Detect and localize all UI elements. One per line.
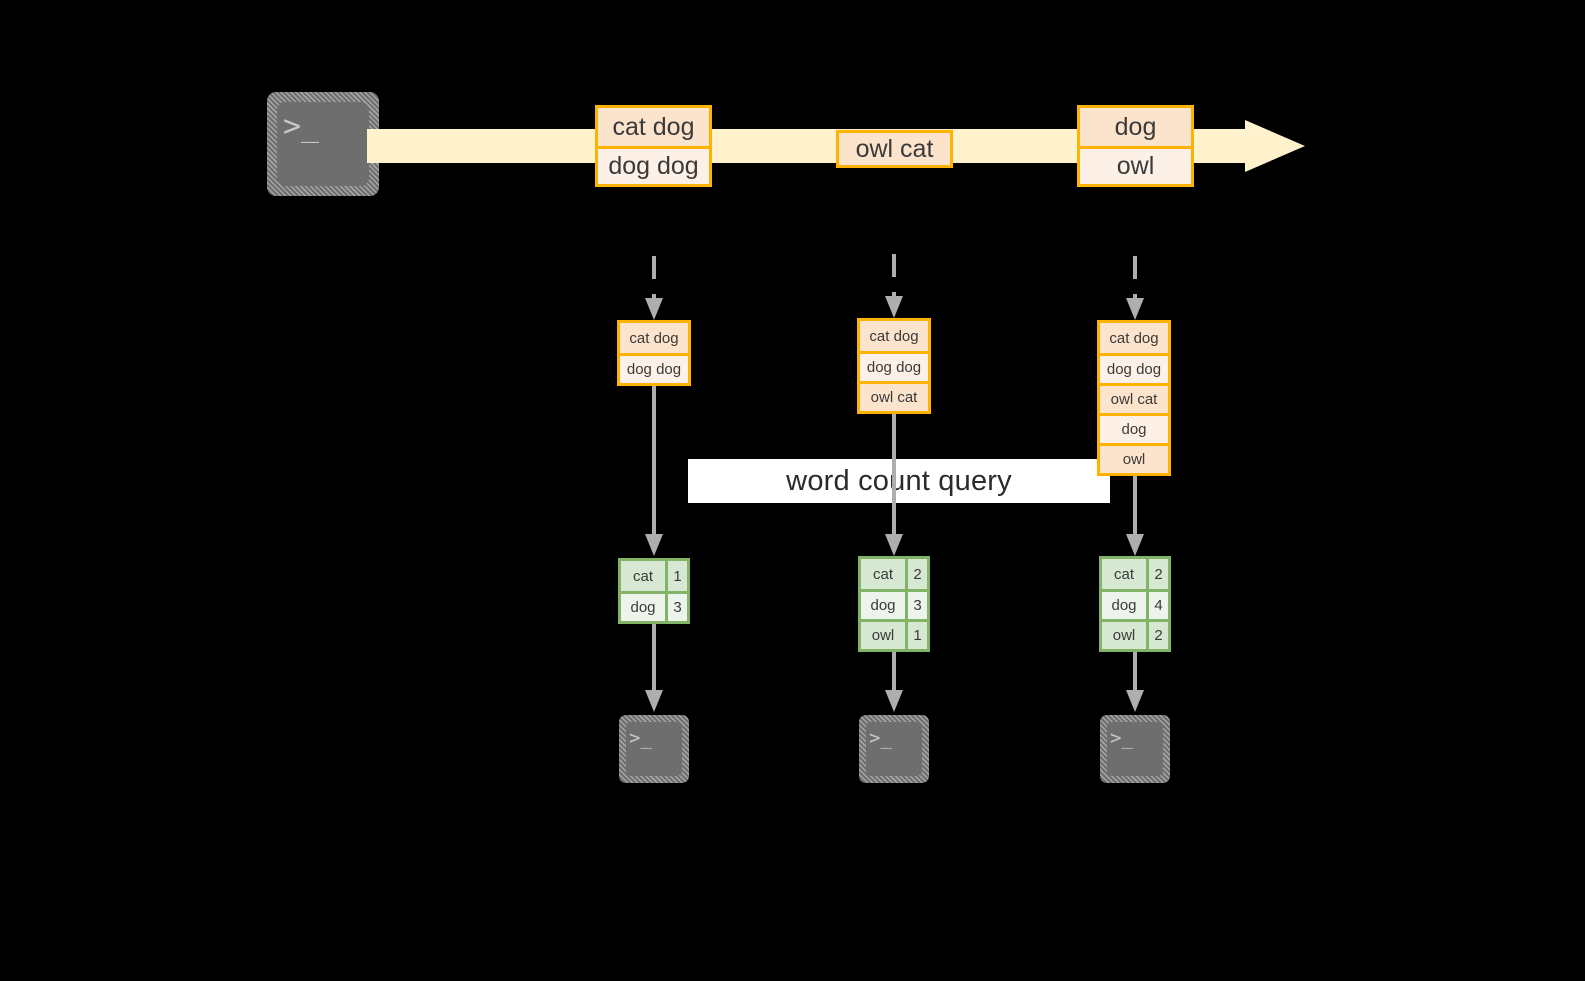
table-row: cat 2 (1102, 559, 1168, 589)
terminal-screen (866, 722, 922, 776)
stream-table-row: owl cat (1100, 383, 1168, 413)
terminal-screen (1107, 722, 1163, 776)
stream-event-1: cat dog dog dog (595, 105, 712, 187)
sink-terminal-icon-1: >_ (619, 715, 689, 783)
stream-table-row: cat dog (1100, 323, 1168, 353)
table-row: dog 3 (621, 591, 687, 621)
stream-event-row: owl cat (839, 133, 950, 165)
arrow-head-icon (885, 690, 903, 712)
table-row: dog 4 (1102, 589, 1168, 619)
stream-event-row: cat dog (598, 108, 709, 146)
result-word: owl (1102, 622, 1146, 649)
result-table-1: cat 1 dog 3 (618, 558, 690, 624)
stream-event-row: dog (1080, 108, 1191, 146)
table-row: owl 2 (1102, 619, 1168, 649)
query-label-text: word count query (786, 464, 1012, 497)
stream-table-row: dog dog (1100, 353, 1168, 383)
terminal-prompt-glyph: >_ (629, 727, 652, 749)
stream-table-row: owl (1100, 443, 1168, 473)
result-word: dog (861, 592, 905, 619)
result-count: 3 (665, 594, 687, 621)
result-count: 2 (1146, 559, 1168, 589)
stream-event-row: dog dog (598, 146, 709, 184)
connector-line (652, 386, 656, 534)
stream-table-row: cat dog (620, 323, 688, 353)
query-label-band: word count query (688, 459, 1110, 503)
connector-line (892, 414, 896, 534)
connector-line (1133, 256, 1137, 298)
table-row: cat 1 (621, 561, 687, 591)
arrow-head-icon (885, 296, 903, 318)
arrow-head-icon (1126, 690, 1144, 712)
result-word: dog (1102, 592, 1146, 619)
stream-table-2: cat dog dog dog owl cat (857, 318, 931, 414)
table-row: cat 2 (861, 559, 927, 589)
result-table-3: cat 2 dog 4 owl 2 (1099, 556, 1171, 652)
connector-line (652, 256, 656, 298)
stream-table-row: dog dog (620, 353, 688, 383)
result-table-2: cat 2 dog 3 owl 1 (858, 556, 930, 652)
arrow-head-icon (645, 690, 663, 712)
terminal-prompt-glyph: >_ (1110, 727, 1133, 749)
arrow-head-icon (1126, 534, 1144, 556)
terminal-prompt-glyph: >_ (869, 727, 892, 749)
connector-line (1133, 652, 1137, 690)
arrow-head-icon (645, 298, 663, 320)
stream-table-row: dog (1100, 413, 1168, 443)
result-word: cat (1102, 559, 1146, 589)
source-terminal-icon: >_ (267, 92, 379, 196)
result-word: owl (861, 622, 905, 649)
sink-terminal-icon-3: >_ (1100, 715, 1170, 783)
stream-arrow-head-icon (1245, 120, 1305, 172)
table-row: dog 3 (861, 589, 927, 619)
arrow-head-icon (645, 534, 663, 556)
stream-event-2: owl cat (836, 130, 953, 168)
result-count: 1 (665, 561, 687, 591)
terminal-screen (277, 102, 369, 186)
connector-line (1133, 476, 1137, 534)
stream-table-row: dog dog (860, 351, 928, 381)
sink-terminal-icon-2: >_ (859, 715, 929, 783)
result-count: 2 (905, 559, 927, 589)
connector-line (892, 652, 896, 690)
stream-table-row: cat dog (860, 321, 928, 351)
result-count: 3 (905, 592, 927, 619)
stream-table-1: cat dog dog dog (617, 320, 691, 386)
terminal-screen (626, 722, 682, 776)
stream-event-row: owl (1080, 146, 1191, 184)
result-word: cat (861, 559, 905, 589)
terminal-prompt-glyph: >_ (283, 109, 320, 144)
result-count: 2 (1146, 622, 1168, 649)
result-count: 4 (1146, 592, 1168, 619)
arrow-head-icon (885, 534, 903, 556)
result-word: cat (621, 561, 665, 591)
connector-line (892, 254, 896, 296)
result-word: dog (621, 594, 665, 621)
table-row: owl 1 (861, 619, 927, 649)
connector-line (652, 624, 656, 690)
stream-table-3: cat dog dog dog owl cat dog owl (1097, 320, 1171, 476)
arrow-head-icon (1126, 298, 1144, 320)
stream-table-row: owl cat (860, 381, 928, 411)
result-count: 1 (905, 622, 927, 649)
stream-event-3: dog owl (1077, 105, 1194, 187)
